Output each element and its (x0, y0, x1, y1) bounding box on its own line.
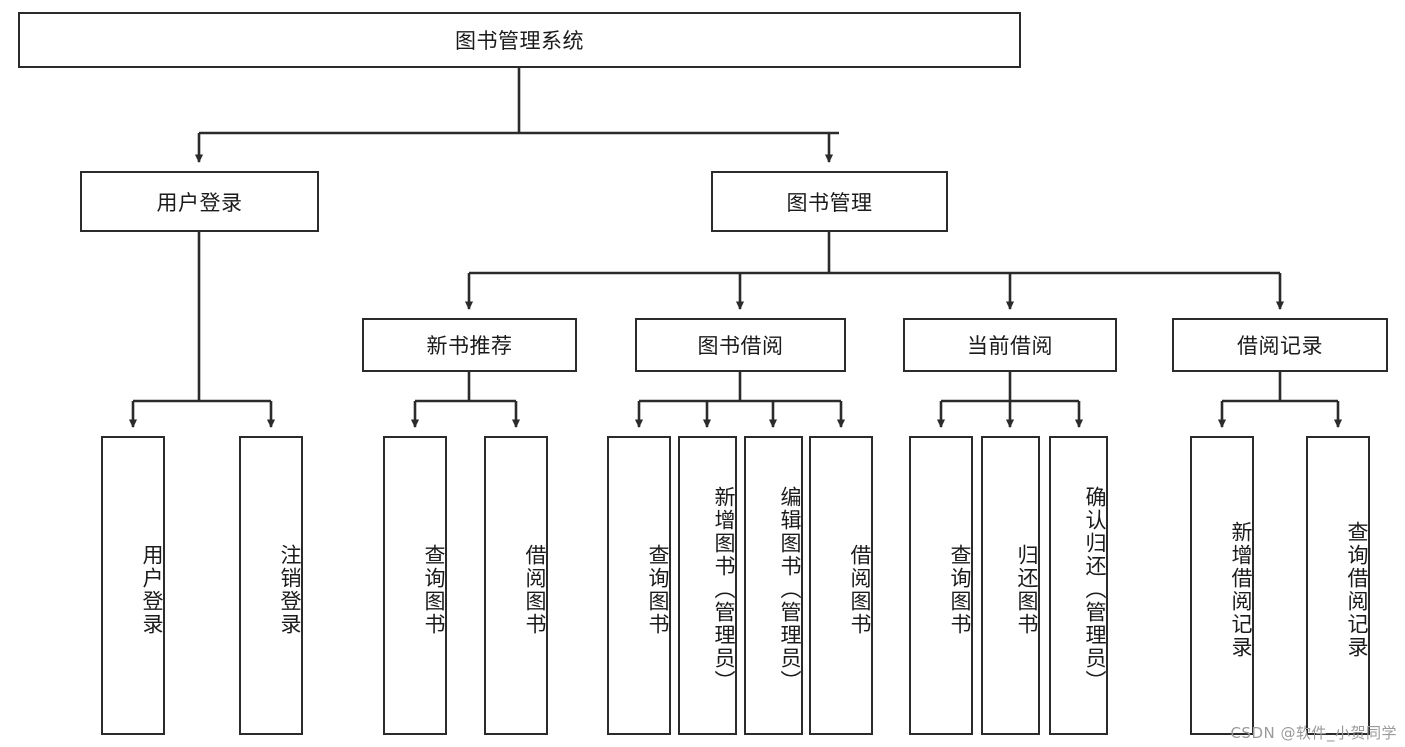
node-leaf-query-book-borrow[interactable]: 查询图书 (607, 436, 671, 735)
node-borrow-record[interactable]: 借阅记录 (1172, 318, 1388, 372)
watermark-text: CSDN @软件_小贺同学 (1230, 724, 1397, 742)
node-leaf-user-login[interactable]: 用户登录 (101, 436, 165, 735)
node-label: 借阅图书 (523, 543, 547, 636)
node-label: 图书管理 (786, 190, 873, 215)
node-label: 确认归还（管理员） (1083, 486, 1107, 693)
node-leaf-add-borrow-record[interactable]: 新增借阅记录 (1190, 436, 1254, 735)
node-label: 借阅图书 (848, 543, 872, 636)
node-leaf-query-book-current[interactable]: 查询图书 (909, 436, 973, 735)
node-leaf-borrow-book-recommend[interactable]: 借阅图书 (484, 436, 548, 735)
node-book-management[interactable]: 图书管理 (711, 171, 948, 232)
node-root-book-management-system[interactable]: 图书管理系统 (18, 12, 1021, 68)
node-label: 用户登录 (140, 543, 164, 636)
node-leaf-borrow-book[interactable]: 借阅图书 (809, 436, 873, 735)
node-label: 图书管理系统 (455, 29, 584, 53)
node-leaf-query-borrow-record[interactable]: 查询借阅记录 (1306, 436, 1370, 735)
node-label: 新增借阅记录 (1229, 520, 1253, 659)
node-label: 查询图书 (646, 543, 670, 636)
node-current-borrow[interactable]: 当前借阅 (903, 318, 1117, 372)
node-label: 查询图书 (948, 543, 972, 636)
node-leaf-logout[interactable]: 注销登录 (239, 436, 303, 735)
node-label: 注销登录 (278, 543, 302, 636)
node-label: 新增图书（管理员） (712, 486, 736, 693)
node-book-borrow[interactable]: 图书借阅 (635, 318, 846, 372)
node-label: 当前借阅 (967, 334, 1053, 358)
node-user-login[interactable]: 用户登录 (80, 171, 319, 232)
node-label: 编辑图书（管理员） (778, 486, 802, 693)
node-leaf-add-book-admin[interactable]: 新增图书（管理员） (678, 436, 737, 735)
node-new-book-recommend[interactable]: 新书推荐 (362, 318, 577, 372)
node-label: 查询图书 (422, 543, 446, 636)
node-leaf-confirm-return-admin[interactable]: 确认归还（管理员） (1049, 436, 1108, 735)
node-leaf-return-book[interactable]: 归还图书 (981, 436, 1040, 735)
node-label: 查询借阅记录 (1345, 520, 1369, 659)
node-label: 用户登录 (156, 190, 243, 215)
node-label: 新书推荐 (426, 334, 513, 358)
node-label: 归还图书 (1015, 543, 1039, 636)
node-label: 借阅记录 (1237, 334, 1323, 358)
node-leaf-edit-book-admin[interactable]: 编辑图书（管理员） (744, 436, 803, 735)
node-leaf-query-book-recommend[interactable]: 查询图书 (383, 436, 447, 735)
node-label: 图书借阅 (697, 334, 784, 358)
